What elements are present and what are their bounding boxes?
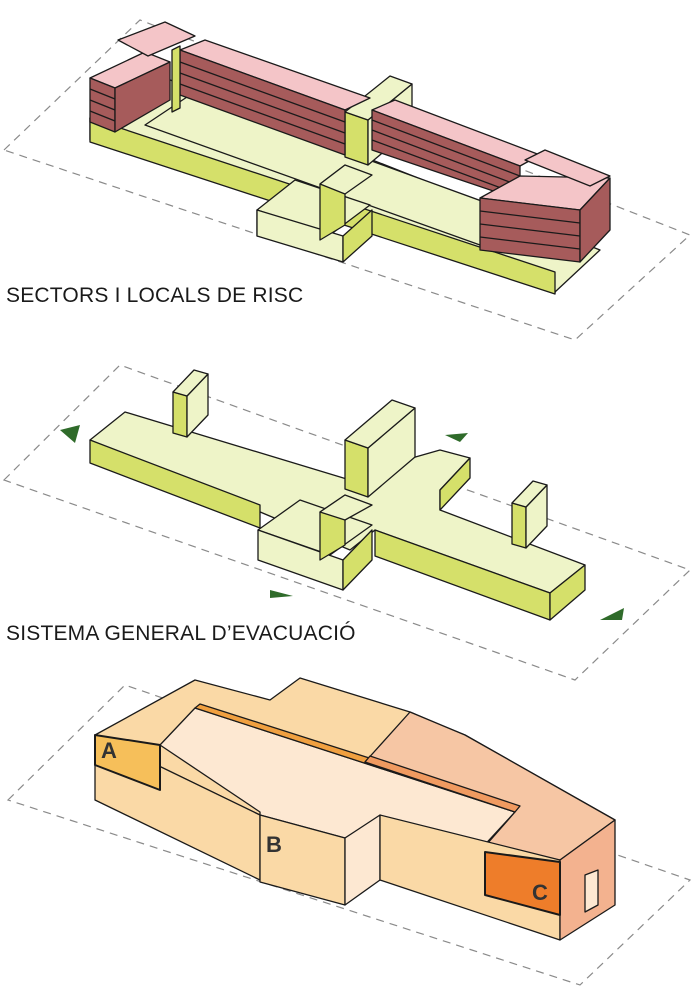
site-outline-3 [6, 684, 692, 986]
right-slab-2 [439, 457, 471, 511]
zone-c-label: C [532, 880, 548, 905]
evacuation-caption: SISTEMA GENERAL D’EVACUACIÓ [6, 622, 356, 645]
zones-diagram: A B C [6, 677, 692, 986]
front-tower-top-1 [319, 164, 373, 195]
front-block-side-2 [342, 529, 373, 591]
left-stair-front-2 [172, 391, 188, 438]
zone-a-box [94, 734, 161, 791]
central-core-top-2 [344, 399, 416, 449]
right-stair-front-2 [511, 502, 527, 549]
zone-a-label: A [101, 738, 117, 763]
central-core-top-1 [344, 75, 413, 121]
front-tower-top-2 [319, 494, 373, 521]
sectors-caption: SECTORS I LOCALS DE RISC [6, 284, 304, 307]
right-pink-block [479, 149, 611, 263]
zone-b-label: B [266, 832, 282, 857]
zone-c-box [484, 851, 561, 916]
long-pink-bar [171, 39, 371, 156]
zone-c-courtyard-edge [364, 755, 521, 813]
exit-arrow-icon [600, 608, 624, 620]
front-block-side-1 [342, 209, 373, 263]
zone-c-notch [584, 869, 599, 913]
right-stair-top-2 [511, 480, 548, 508]
central-core-front-2 [344, 439, 369, 498]
left-stair-top-2 [172, 369, 209, 397]
site-outline-1 [2, 19, 692, 341]
central-core-front-1 [344, 111, 369, 166]
left-pink-block [89, 21, 196, 133]
exit-arrow-icon [60, 425, 80, 443]
exit-arrow-icon [270, 590, 293, 598]
sectors-diagram [2, 19, 692, 341]
exit-arrow-icon [445, 433, 468, 442]
evacuation-diagram [2, 364, 692, 681]
right-pink-bar [371, 99, 541, 201]
corridor-side-right-2 [549, 564, 586, 621]
